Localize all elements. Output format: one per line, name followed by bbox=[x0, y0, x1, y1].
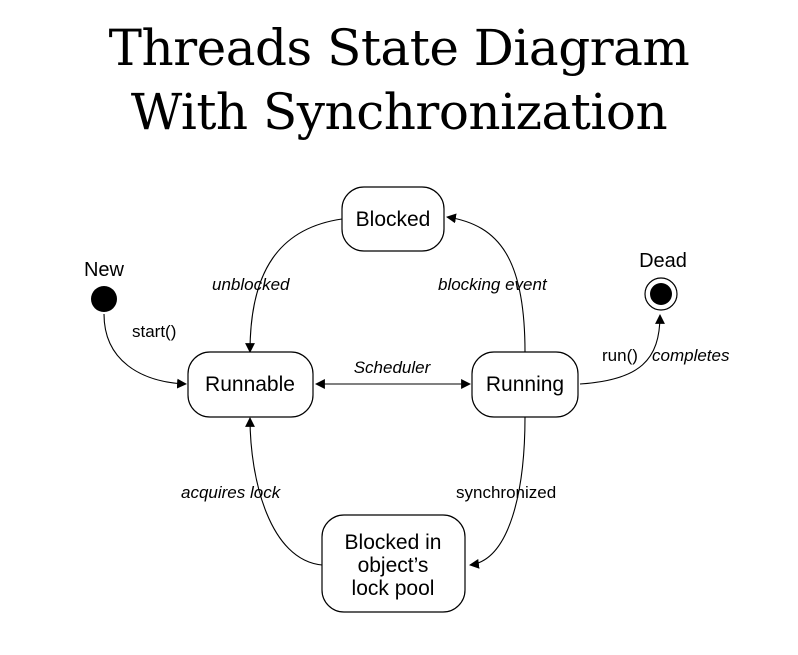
run-completes-label-a: run() bbox=[602, 346, 638, 365]
new-state-label: New bbox=[84, 259, 125, 281]
lock-pool-label-line-2: object’s bbox=[358, 554, 429, 577]
unblocked-label: unblocked bbox=[212, 275, 290, 294]
lock-pool-label-line-1: Blocked in bbox=[345, 531, 442, 554]
edge-start bbox=[103, 313, 187, 389]
edge-acquires-lock bbox=[245, 417, 323, 566]
edge-run-completes bbox=[579, 314, 665, 385]
run-completes-label-b: completes bbox=[652, 346, 730, 365]
title-line-1: Threads State Diagram bbox=[108, 19, 690, 77]
edge-unblocked bbox=[245, 218, 343, 353]
acquires-lock-label: acquires lock bbox=[181, 483, 282, 502]
runnable-state-label: Runnable bbox=[205, 373, 295, 396]
running-state-label: Running bbox=[486, 373, 564, 396]
lock-pool-state bbox=[321, 514, 466, 613]
start-label: start() bbox=[132, 322, 176, 341]
edge-synchronized bbox=[469, 416, 526, 569]
runnable-state bbox=[187, 351, 314, 418]
blocked-state-label: Blocked bbox=[356, 208, 431, 231]
lock-pool-label-line-3: lock pool bbox=[352, 577, 435, 600]
dead-state-label: Dead bbox=[639, 250, 687, 272]
new-state-node bbox=[91, 286, 117, 312]
blocking-event-label: blocking event bbox=[438, 275, 548, 294]
title-line-2: With Synchronization bbox=[130, 83, 668, 141]
running-state bbox=[471, 351, 579, 418]
edge-blocking-event bbox=[446, 213, 526, 353]
blocked-state bbox=[341, 186, 445, 252]
synchronized-label: synchronized bbox=[456, 483, 556, 502]
dead-state-inner bbox=[650, 283, 672, 305]
scheduler-label: Scheduler bbox=[354, 358, 432, 377]
